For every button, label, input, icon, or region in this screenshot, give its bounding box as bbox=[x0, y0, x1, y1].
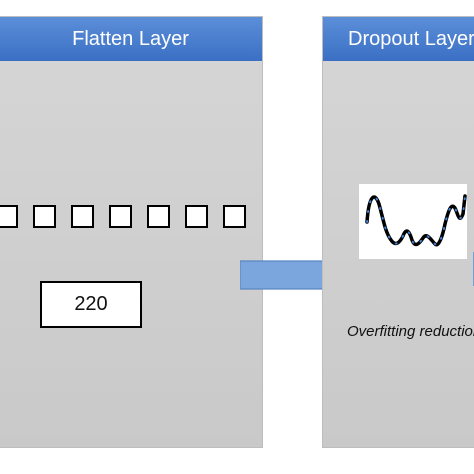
flatten-unit bbox=[0, 205, 18, 228]
flatten-unit bbox=[71, 205, 94, 228]
flatten-unit bbox=[185, 205, 208, 228]
flatten-unit bbox=[147, 205, 170, 228]
dropout-caption: Overfitting reduction bbox=[347, 323, 474, 340]
dropout-layer-panel: Dropout Layer Overfitting reduction bbox=[322, 16, 474, 448]
flatten-layer-title: Flatten Layer bbox=[0, 17, 262, 61]
flatten-layer-panel: Flatten Layer 220 bbox=[0, 16, 263, 448]
dropout-layer-title: Dropout Layer bbox=[323, 17, 474, 61]
waveform-icon bbox=[359, 184, 467, 259]
flatten-unit bbox=[109, 205, 132, 228]
flatten-unit bbox=[223, 205, 246, 228]
flatten-count-box: 220 bbox=[40, 281, 142, 328]
flatten-unit bbox=[33, 205, 56, 228]
